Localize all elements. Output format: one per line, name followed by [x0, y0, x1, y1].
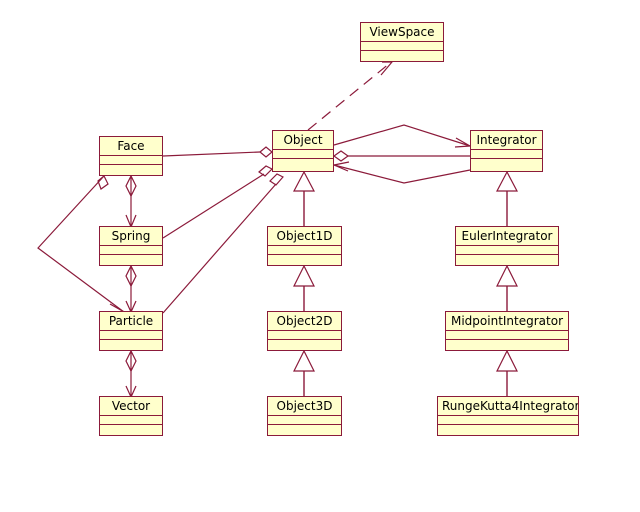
class-box-face[interactable]: Face [99, 136, 163, 176]
class-box-particle[interactable]: Particle [99, 311, 163, 351]
aggregation-diamond [332, 150, 350, 162]
class-box-viewspace[interactable]: ViewSpace [360, 22, 444, 62]
class-name-vector: Vector [100, 397, 162, 416]
edge-object3d-object2d [293, 349, 315, 396]
aggregation-diamond [258, 165, 274, 177]
aggregation-diamond [125, 264, 137, 288]
class-box-vector[interactable]: Vector [99, 396, 163, 436]
edge-particle-vector [125, 349, 137, 399]
class-operations-spring [100, 255, 162, 265]
class-attributes-midpointintegrator [446, 331, 568, 340]
aggregation-diamond [97, 175, 109, 190]
class-name-eulerintegrator: EulerIntegrator [456, 227, 558, 246]
edge-object-spring [162, 165, 274, 239]
class-attributes-object2d [268, 331, 341, 340]
aggregation-diamond [125, 349, 137, 373]
class-attributes-particle [100, 331, 162, 340]
class-attributes-face [100, 156, 162, 165]
class-attributes-eulerintegrator [456, 246, 558, 255]
class-attributes-rungekutta4integrator [438, 416, 578, 425]
class-name-object3d: Object3D [268, 397, 341, 416]
edge-face-spring [125, 174, 137, 229]
edge-midpointintegrator-eulerintegrator [496, 264, 518, 311]
class-box-object1d[interactable]: Object1D [267, 226, 342, 266]
class-name-spring: Spring [100, 227, 162, 246]
aggregation-diamond [269, 173, 284, 186]
class-box-spring[interactable]: Spring [99, 226, 163, 266]
generalization-triangle [496, 170, 518, 192]
aggregation-diamond [125, 174, 137, 198]
class-operations-vector [100, 425, 162, 435]
class-attributes-spring [100, 246, 162, 255]
class-operations-object [273, 159, 333, 171]
class-box-midpointintegrator[interactable]: MidpointIntegrator [445, 311, 569, 351]
class-operations-particle [100, 340, 162, 350]
class-name-midpointintegrator: MidpointIntegrator [446, 312, 568, 331]
edge-object-viewspace [307, 61, 394, 131]
class-name-rungekutta4integrator: RungeKutta4Integrator [438, 397, 578, 416]
class-box-integrator[interactable]: Integrator [470, 130, 543, 172]
class-attributes-integrator [471, 150, 542, 159]
class-box-object2d[interactable]: Object2D [267, 311, 342, 351]
class-operations-object2d [268, 340, 341, 350]
class-operations-viewspace [361, 51, 443, 61]
class-attributes-viewspace [361, 42, 443, 51]
class-name-object: Object [273, 131, 333, 150]
generalization-triangle [293, 170, 315, 192]
class-operations-object1d [268, 255, 341, 265]
class-attributes-object3d [268, 416, 341, 425]
edge-object-particle [162, 173, 284, 314]
generalization-triangle [293, 349, 315, 372]
edge-rungekutta4integrator-midpointintegrator [496, 349, 518, 396]
class-operations-eulerintegrator [456, 255, 558, 265]
generalization-triangle [496, 264, 518, 287]
class-operations-face [100, 165, 162, 175]
aggregation-diamond [259, 146, 273, 158]
class-attributes-object1d [268, 246, 341, 255]
edge-object-integrator-middle [332, 150, 470, 162]
class-attributes-object [273, 150, 333, 159]
generalization-triangle [496, 349, 518, 372]
class-name-viewspace: ViewSpace [361, 23, 443, 42]
class-operations-rungekutta4integrator [438, 425, 578, 435]
edge-object-integrator-top [333, 124, 473, 148]
class-name-particle: Particle [100, 312, 162, 331]
generalization-triangle [293, 264, 315, 287]
class-box-rungekutta4integrator[interactable]: RungeKutta4Integrator [437, 396, 579, 436]
class-name-integrator: Integrator [471, 131, 542, 150]
edge-object1d-object [293, 170, 315, 226]
edge-face-object [162, 146, 273, 158]
class-operations-object3d [268, 425, 341, 435]
class-operations-integrator [471, 159, 542, 171]
class-box-eulerintegrator[interactable]: EulerIntegrator [455, 226, 559, 266]
class-box-object3d[interactable]: Object3D [267, 396, 342, 436]
class-box-object[interactable]: Object [272, 130, 334, 172]
class-name-object2d: Object2D [268, 312, 341, 331]
class-attributes-vector [100, 416, 162, 425]
class-name-face: Face [100, 137, 162, 156]
edge-object-integrator-bottom [331, 161, 471, 184]
class-operations-midpointintegrator [446, 340, 568, 350]
edge-eulerintegrator-integrator [496, 170, 518, 226]
edge-object2d-object1d [293, 264, 315, 311]
edge-spring-particle [125, 264, 137, 314]
class-name-object1d: Object1D [268, 227, 341, 246]
